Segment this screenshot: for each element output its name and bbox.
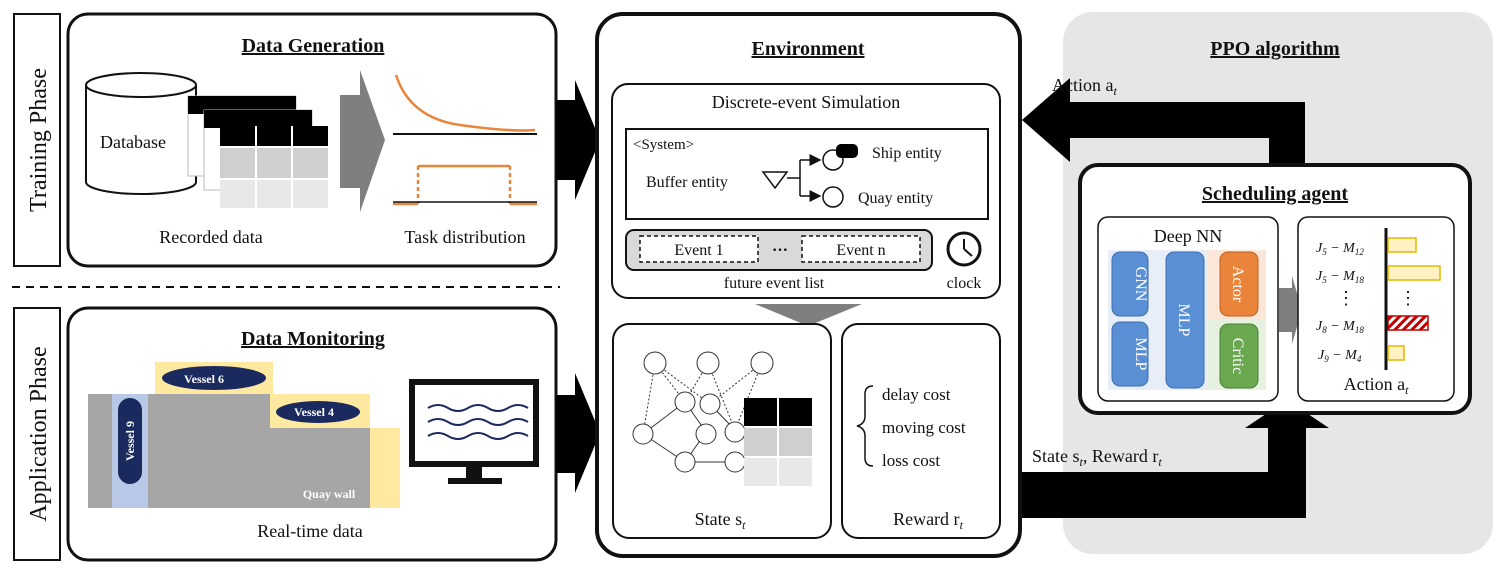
mlp-big-label: MLP: [1175, 304, 1192, 337]
quay-map: [88, 362, 400, 508]
svg-text:J5 − M18: J5 − M18: [1316, 269, 1364, 285]
database-icon: [85, 72, 197, 195]
svg-text:J8 − M18: J8 − M18: [1316, 319, 1364, 335]
reward-panel: [841, 323, 1001, 539]
monitor-icon: [409, 379, 539, 484]
des-title: Discrete-event Simulation: [712, 92, 900, 112]
job-dots-right: ⋮: [1399, 288, 1417, 308]
environment-title: Environment: [752, 38, 865, 60]
state-table: [744, 398, 812, 486]
vessel-4-label: Vessel 4: [294, 405, 334, 419]
mlp-small-label: MLP: [1132, 338, 1149, 371]
training-phase-label: Training Phase: [26, 68, 52, 212]
bar-j8-m18: [1387, 315, 1429, 331]
vessel-4-icon: [276, 401, 360, 423]
mlp-small-block: [1111, 321, 1149, 387]
gnn-block: [1111, 251, 1149, 317]
application-phase-box: [13, 307, 61, 561]
database-label: Database: [100, 132, 166, 152]
action-arrow-label: Action at: [1052, 75, 1117, 98]
bar-j9-m4: [1387, 345, 1405, 361]
gnn-label: GNN: [1132, 267, 1149, 302]
buffer-entity-label: Buffer entity: [646, 174, 728, 191]
job-labels: J5 − M12 J5 − M18 J8 − M18 J9 − M4: [1316, 241, 1364, 364]
system-label: <System>: [633, 137, 694, 153]
task-distribution-label: Task distribution: [404, 227, 525, 247]
recorded-data-label: Recorded data: [159, 227, 262, 247]
job-dots-left: ⋮: [1337, 288, 1355, 308]
state-reward-label: State st, Reward rt: [1032, 446, 1162, 469]
generation-arrow: [340, 70, 385, 212]
bar-j5-m18: [1387, 265, 1441, 281]
action-panel: [1297, 216, 1455, 402]
svg-text:J5 − M12: J5 − M12: [1316, 241, 1364, 257]
des-down-arrow: [755, 304, 862, 326]
action-label: Action at: [1344, 374, 1409, 397]
application-to-env-arrow: [556, 373, 600, 493]
vessel-6-icon: [162, 366, 266, 390]
ppo-title: PPO algorithm: [1210, 38, 1340, 60]
vessel-9-label: Vessel 9: [123, 421, 137, 461]
recorded-tables-icon: [187, 95, 328, 208]
scheduling-agent-title: Scheduling agent: [1202, 183, 1348, 205]
training-phase-box: [13, 13, 61, 267]
event-1-box: [639, 235, 759, 263]
vessel-6-label: Vessel 6: [184, 372, 224, 386]
task-distribution-icon: [393, 74, 537, 206]
data-monitoring-title: Data Monitoring: [241, 328, 385, 350]
vessel-9-icon: [118, 398, 142, 484]
state-label: State st: [695, 509, 747, 532]
nn-to-action-arrow: [1279, 276, 1302, 344]
clock-label: clock: [947, 275, 982, 292]
svg-text:J9 − M4: J9 − M4: [1318, 348, 1362, 364]
action-arrow: [1022, 78, 1305, 165]
ship-entity-label: Ship entity: [872, 145, 942, 162]
reward-label: Reward rt: [893, 509, 963, 532]
cost-loss: loss cost: [882, 451, 940, 470]
event-n-box: [801, 235, 921, 263]
quay-wall-label: Quay wall: [303, 487, 356, 501]
critic-block: [1219, 323, 1259, 389]
fel-label: future event list: [724, 275, 825, 292]
reward-brace: [856, 385, 874, 467]
mlp-big-block: [1165, 251, 1205, 389]
system-box: [625, 128, 989, 220]
entity-graph: [761, 144, 858, 208]
event-dots: ···: [772, 242, 788, 259]
bar-j5-m12: [1387, 237, 1417, 253]
cost-moving: moving cost: [882, 418, 966, 437]
realtime-data-label: Real-time data: [257, 521, 362, 541]
data-generation-title: Data Generation: [242, 35, 385, 57]
clock-icon: [946, 231, 982, 267]
training-to-env-arrow: [556, 80, 600, 200]
application-phase-label: Application Phase: [26, 346, 52, 521]
event-n-label: Event n: [836, 242, 885, 259]
deep-nn-title: Deep NN: [1154, 226, 1222, 246]
event-1-label: Event 1: [674, 242, 723, 259]
actor-label: Actor: [1229, 266, 1246, 303]
state-reward-arrow: [1022, 400, 1329, 518]
critic-label: Critic: [1229, 338, 1246, 374]
state-nodes: [632, 351, 774, 473]
actor-block: [1219, 251, 1259, 317]
quay-entity-label: Quay entity: [858, 190, 933, 207]
cost-delay: delay cost: [882, 385, 951, 404]
